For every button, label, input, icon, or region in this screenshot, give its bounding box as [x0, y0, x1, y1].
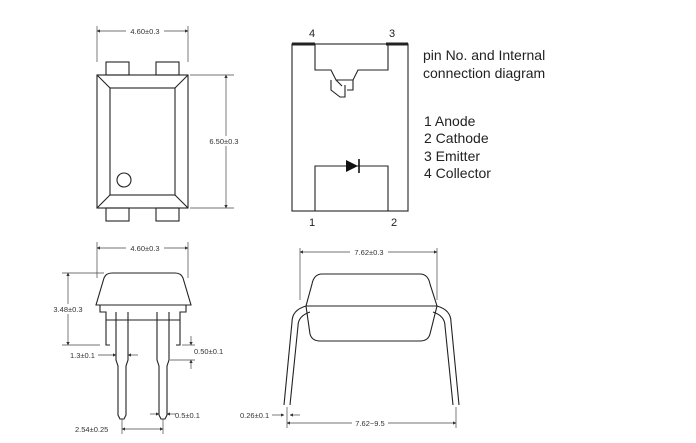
top-width-dim: 4.60±0.3	[130, 27, 159, 36]
standoff-dim: 0.50±0.1	[194, 347, 223, 356]
end-body-bottom	[305, 305, 438, 342]
legend-item-1: 1 Anode	[424, 113, 476, 129]
side-view: 4.60±0.3 3.48±0.3 1.3±0.1 0.50±0.1	[50, 242, 223, 434]
pin-label-3: 3	[389, 28, 395, 40]
pin-label-1: 1	[309, 217, 315, 229]
legend-title-line2: connection diagram	[423, 65, 545, 81]
led-symbol	[314, 159, 389, 211]
top-lead-4	[105, 61, 130, 76]
end-lead-right	[436, 305, 460, 406]
top-body	[96, 74, 189, 209]
end-width-dim: 7.62±0.3	[354, 248, 383, 257]
side-width-dim: 4.60±0.3	[130, 244, 159, 253]
internal-diagram: 4 3 1 2	[291, 28, 409, 229]
thickness-dim: 0.26±0.1	[240, 411, 269, 420]
top-lead-1	[105, 207, 130, 222]
pin-label-4: 4	[309, 28, 315, 40]
phototransistor-symbol	[314, 44, 389, 98]
legend-title-line1: pin No. and Internal	[423, 47, 545, 63]
top-lead-2	[155, 207, 180, 222]
legend-item-2: 2 Cathode	[424, 130, 489, 146]
top-body-inner	[109, 87, 176, 196]
top-view: 4.60±0.3 6.50±0.3	[96, 26, 245, 222]
internal-outline	[291, 43, 409, 212]
lead-offset-dim: 1.3±0.1	[70, 351, 95, 360]
pin-legend: pin No. and Internal connection diagram …	[423, 47, 545, 181]
end-body-top	[305, 273, 438, 307]
side-height-dim: 3.48±0.3	[53, 305, 82, 314]
side-body	[95, 272, 192, 306]
pin-label-2: 2	[391, 217, 397, 229]
pitch-dim: 2.54±0.25	[75, 425, 108, 434]
top-lead-3	[155, 61, 180, 76]
legend-item-4: 4 Collector	[424, 165, 491, 181]
side-lead-right	[156, 312, 170, 420]
pin1-marker	[116, 172, 132, 188]
end-lead-left	[283, 305, 307, 406]
end-view: 7.62±0.3 0.26±0.1 7.62~9.5	[240, 247, 460, 428]
lead-width-dim: 0.5±0.1	[175, 411, 200, 420]
top-height-dim: 6.50±0.3	[209, 137, 238, 146]
span-dim: 7.62~9.5	[355, 419, 384, 428]
legend-item-3: 3 Emitter	[424, 148, 480, 164]
side-lead-left	[115, 312, 129, 420]
